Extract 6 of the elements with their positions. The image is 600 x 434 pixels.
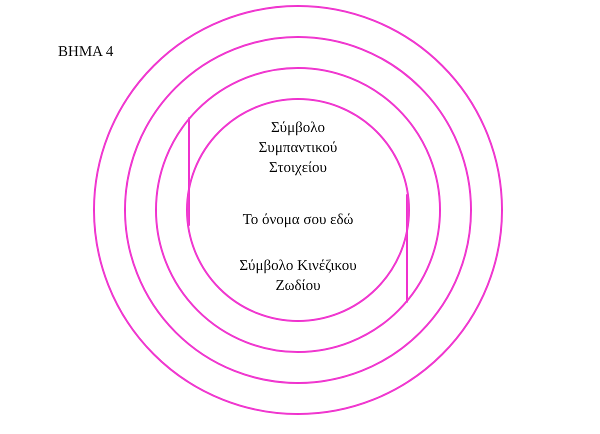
- step-heading: ΒΗΜΑ 4: [58, 44, 114, 61]
- circle-text: Το όνομα σου εδώ: [242, 211, 354, 230]
- connecting-line: [406, 194, 408, 303]
- circle-text: Σύμβολο Κινέζικου Ζωδίου: [238, 257, 358, 296]
- circle-text: Σύμβολο Συμπαντικού Στοιχείου: [258, 119, 338, 178]
- connecting-line: [188, 117, 190, 226]
